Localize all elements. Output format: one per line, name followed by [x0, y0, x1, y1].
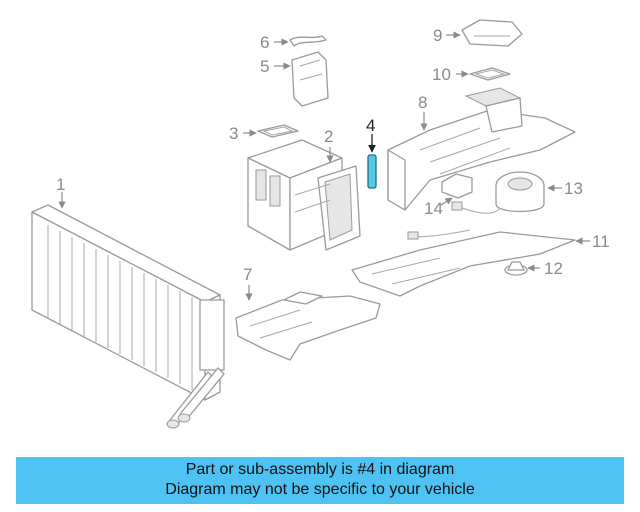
hose-part-6 — [289, 35, 327, 47]
lower-duct-part-7 — [235, 291, 381, 361]
callout-14: 14 — [424, 199, 443, 218]
resistor-part-14 — [407, 173, 501, 240]
callout-6: 6 — [260, 33, 269, 52]
callout-8: 8 — [418, 93, 427, 112]
callout-11: 11 — [592, 232, 610, 251]
banner-line-1: Part or sub-assembly is #4 in diagram — [185, 461, 455, 478]
cover-part-9 — [461, 19, 523, 47]
panel-part-11 — [351, 231, 576, 297]
tube-part-4-highlighted — [367, 154, 377, 189]
callout-10: 10 — [432, 65, 451, 84]
heater-core-part-1 — [31, 204, 225, 429]
info-banner: Part or sub-assembly is #4 in diagram Di… — [16, 457, 624, 504]
grommet-part-12 — [504, 261, 528, 276]
callout-1: 1 — [56, 175, 65, 194]
seal-part-10 — [469, 67, 511, 81]
callout-4: 4 — [366, 116, 375, 135]
callout-3: 3 — [229, 124, 238, 143]
callout-9: 9 — [433, 26, 442, 45]
banner-line-2: Diagram may not be specific to your vehi… — [165, 481, 475, 498]
duct-part-5 — [291, 51, 329, 107]
gasket-part-3 — [257, 124, 299, 138]
callout-13: 13 — [564, 179, 583, 198]
heater-housing-part-2 — [247, 139, 361, 251]
callout-2: 2 — [324, 127, 333, 146]
callout-12: 12 — [544, 259, 563, 278]
blower-housing-part-8 — [387, 87, 576, 211]
parts-diagram: 1 2 3 4 5 6 7 8 — [31, 19, 610, 429]
callout-5: 5 — [260, 57, 269, 76]
blower-motor-part-13 — [495, 171, 545, 213]
callout-7: 7 — [243, 265, 252, 284]
